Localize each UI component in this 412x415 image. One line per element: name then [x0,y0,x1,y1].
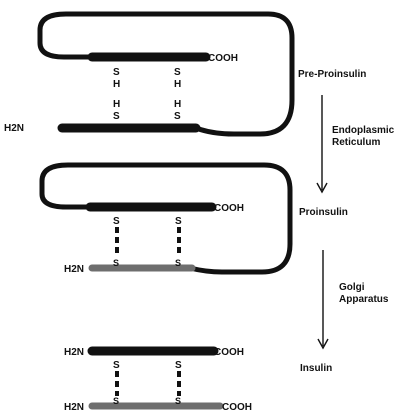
pre-proinsulin-sulfur-label: S [113,111,120,122]
insulin-a-h2n-label: H2N [64,402,84,413]
proinsulin-molecule: COOH H2N S S S S [42,165,290,275]
insulin-sulfur-label: S [175,360,182,371]
stage-label-insulin: Insulin [300,363,332,374]
step-1-label-line2: Reticulum [332,137,380,148]
stage-label-proinsulin: Proinsulin [299,207,348,218]
insulin-b-cooh-label: COOH [214,347,244,358]
proinsulin-connecting-loop [42,165,290,272]
insulin-sulfur-label: S [175,396,181,406]
insulin-sulfur-label: S [113,360,120,371]
pre-proinsulin-hydrogen-label: H [174,99,181,110]
insulin-a-cooh-label: COOH [222,402,252,413]
stage-label-pre-proinsulin: Pre-Proinsulin [298,69,366,80]
pre-proinsulin-cooh-label: COOH [208,53,238,64]
insulin-molecule: H2N COOH H2N COOH S S S S [64,347,252,413]
pre-proinsulin-connecting-loop [40,14,292,134]
pre-proinsulin-molecule: COOH H2N S H H S S H H S [4,14,292,134]
insulin-sulfur-label: S [113,396,119,406]
pre-proinsulin-hydrogen-label: H [174,79,181,90]
step-2-label-line2: Apparatus [339,294,389,305]
pre-proinsulin-sulfur-label: S [174,111,181,122]
proinsulin-h2n-label: H2N [64,264,84,275]
proinsulin-cooh-label: COOH [214,203,244,214]
proinsulin-sulfur-label: S [175,258,181,268]
insulin-b-h2n-label: H2N [64,347,84,358]
proinsulin-sulfur-label: S [113,258,119,268]
pre-proinsulin-h2n-label: H2N [4,123,24,134]
proinsulin-sulfur-label: S [175,216,182,227]
step-2-label-line1: Golgi [339,282,365,293]
pre-proinsulin-hydrogen-label: H [113,79,120,90]
proinsulin-sulfur-label: S [113,216,120,227]
pre-proinsulin-hydrogen-label: H [113,99,120,110]
step-1-label-line1: Endoplasmic [332,125,395,136]
pre-proinsulin-sulfur-label: S [174,67,181,78]
pre-proinsulin-sulfur-label: S [113,67,120,78]
